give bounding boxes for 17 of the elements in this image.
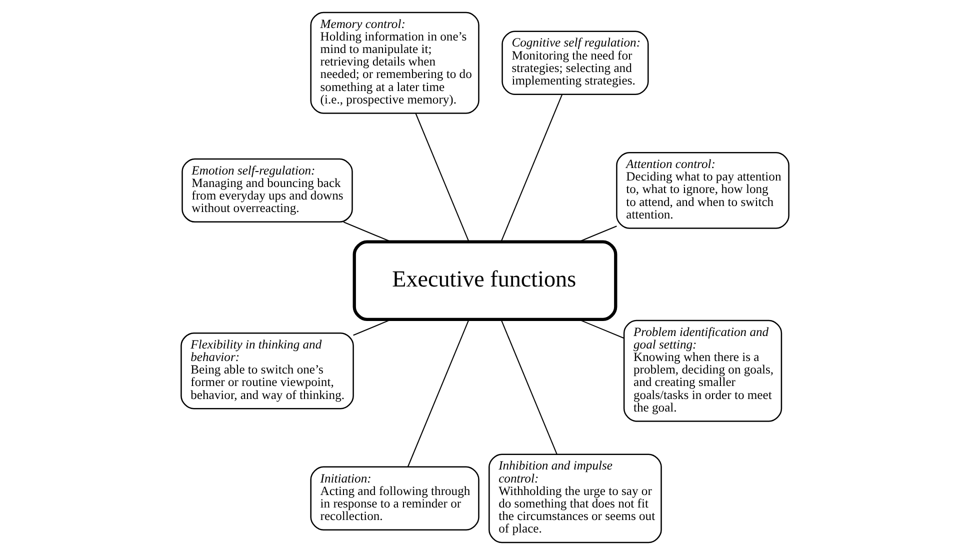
connector [407,319,470,468]
connector [578,319,624,339]
node-box: Cognitive self regulation: Monitoring the need for strategies; selecting and implementing strategies. [502,30,649,95]
node-box: Executive functions [352,240,618,322]
connector [500,94,563,242]
node-box: Emotion self-regulation: Managing and bouncing back from everyday ups and downs without overreacting. [182,158,353,223]
connector [578,226,617,242]
node-box: Flexibility in thinking and behavior: Being able to switch one’s former or routine viewpoint, behavior, and way of thinking. [180,332,354,410]
node-box: Initiation: Acting and following through in response to a reminder or recollection. [310,466,480,531]
connector [353,319,392,336]
node-box: Memory control: Holding information in one’s mind to manipulate it; retrieving details when needed; or remembering to do something at a later time (i.e., prospective memory). [310,12,480,114]
connector [343,222,392,242]
node-box: Problem identification and goal setting: Knowing when there is a problem, deciding on goals, and creating smaller goals/tasks in order to meet the goal. [623,320,782,422]
node-box: Inhibition and impulse control: Withholding the urge to say or do something that does not fit the circumstances or seems out of place. [488,454,662,544]
node-box: Attention control: Deciding what to pay attention to, what to ignore, how long to attend, and when to switch attention. [616,152,790,229]
connector [415,113,470,242]
connector [500,319,558,454]
